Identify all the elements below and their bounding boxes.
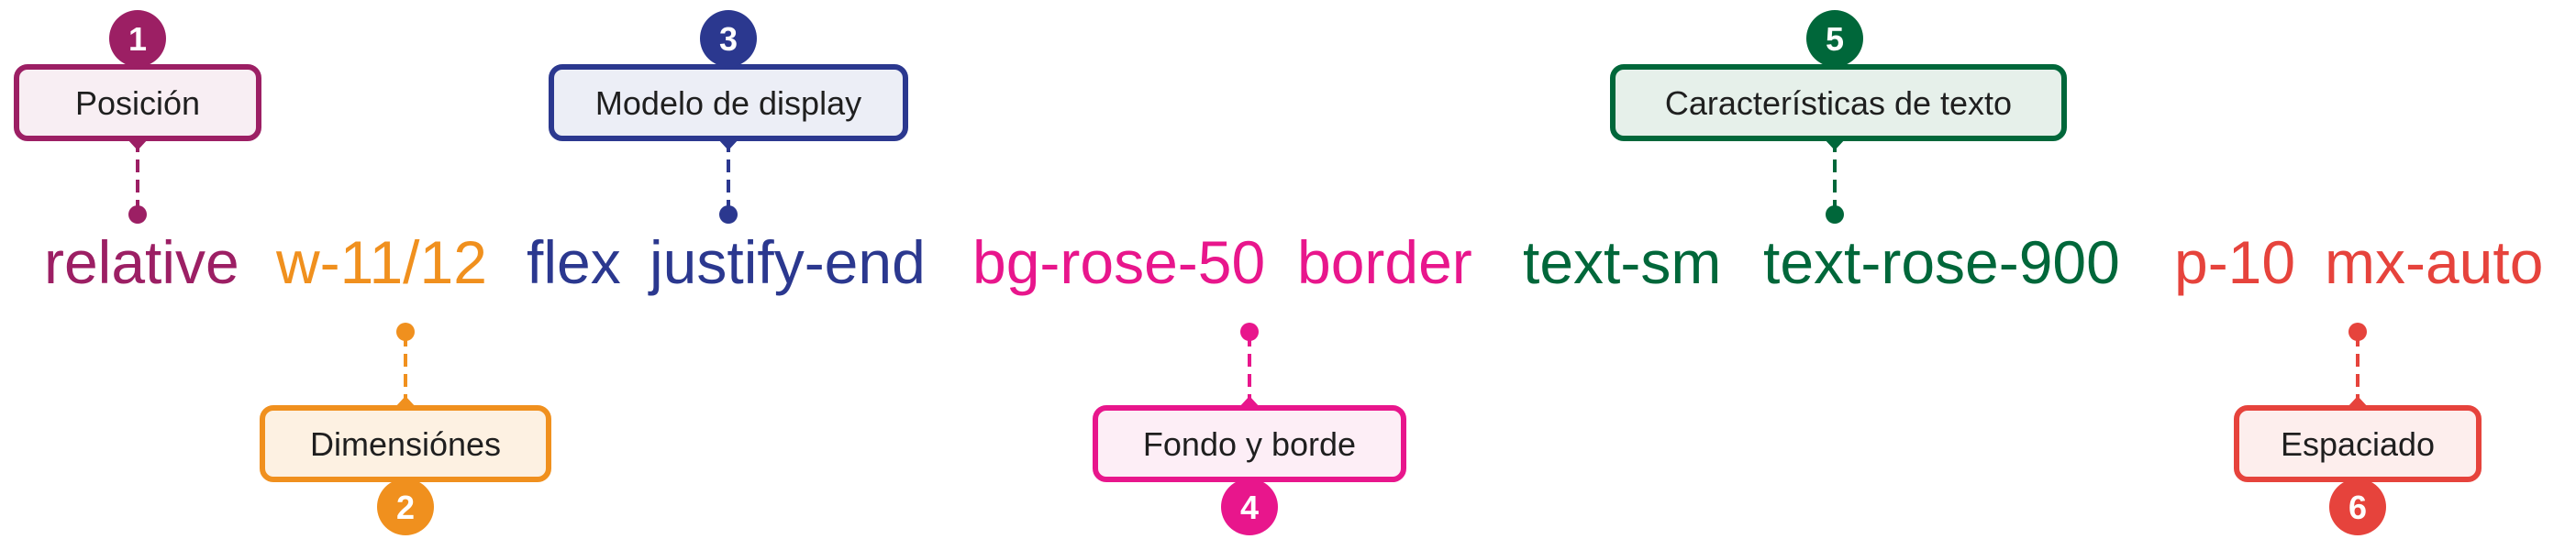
code-word-relative: relative [44,228,239,296]
number-badge [1221,478,1278,535]
badge-number: 5 [1826,20,1844,58]
number-badge [377,478,434,535]
code-line: relative w-11/12 flex justify-end bg-ros… [44,228,2543,296]
pointer-arrow [717,138,739,150]
connector-dot [1240,323,1259,341]
code-word-p-10: p-10 [2174,228,2295,296]
code-word-justify-end: justify-end [648,228,926,296]
connector-dot [128,205,147,224]
pointer-arrow [127,138,149,150]
pointer-arrow [1238,396,1260,408]
pointer-arrow [394,396,416,408]
label-posicion: Posición [75,84,200,122]
callout-caracteristicas-texto: Características de texto 5 [1610,10,2067,224]
number-badge [2329,478,2386,535]
code-word-flex: flex [527,228,621,296]
label-fondo-borde: Fondo y borde [1143,425,1356,463]
number-badge [109,10,166,67]
code-word-mx-auto: mx-auto [2325,228,2543,296]
badge-number: 6 [2348,489,2367,526]
callout-modelo-display: Modelo de display 3 [549,10,908,224]
callout-espaciado: Espaciado 6 [2234,323,2482,535]
connector-dot [719,205,738,224]
number-badge [700,10,757,67]
badge-number: 3 [719,20,738,58]
pointer-arrow [1824,138,1846,150]
label-caracteristicas-texto: Características de texto [1665,84,2012,122]
connector-dot [2348,323,2367,341]
callout-fondo-borde: Fondo y borde 4 [1093,323,1406,535]
number-badge [1806,10,1863,67]
code-word-text-sm: text-sm [1523,228,1721,296]
code-word-border: border [1297,228,1472,296]
code-word-bg-rose-50: bg-rose-50 [972,228,1265,296]
connector-dot [1826,205,1844,224]
connector-dot [396,323,415,341]
label-box [1610,64,2067,141]
label-dimensiones: Dimensiónes [310,425,501,463]
label-espaciado: Espaciado [2281,425,2435,463]
badge-number: 1 [128,20,147,58]
code-word-width: w-11/12 [275,228,487,296]
callout-posicion: Posición 1 [14,10,261,224]
code-word-text-rose-900: text-rose-900 [1763,228,2120,296]
badge-number: 4 [1240,489,1259,526]
badge-number: 2 [396,489,415,526]
callout-dimensiones: Dimensiónes 2 [260,323,551,535]
pointer-arrow [2347,396,2369,408]
label-modelo-display: Modelo de display [595,84,861,122]
